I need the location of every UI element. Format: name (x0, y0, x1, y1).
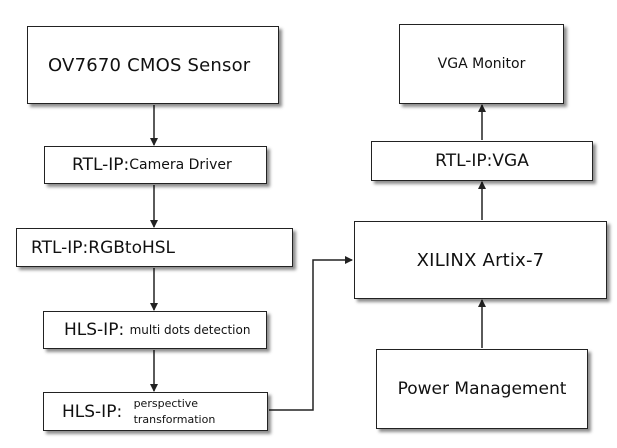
arrow-perspective-to-artix (269, 256, 353, 411)
perspective-name-line1: perspective (133, 396, 199, 410)
perspective-prefix: HLS-IP: (62, 401, 128, 422)
sensor-block: OV7670 CMOS Sensor (27, 26, 279, 104)
multi-dots-prefix: HLS-IP: (64, 320, 130, 340)
perspective-name: perspective transformation (134, 396, 216, 428)
sensor-label: OV7670 CMOS Sensor (48, 54, 251, 76)
perspective-transformation-block: HLS-IP: perspective transformation (43, 392, 268, 431)
xilinx-artix-label: XILINX Artix-7 (416, 249, 545, 271)
camera-driver-prefix: RTL-IP: (72, 155, 130, 175)
vga-monitor-block: VGA Monitor (399, 24, 564, 104)
camera-driver-block: RTL-IP:Camera Driver (44, 146, 267, 184)
rgbtohsl-label: RTL-IP:RGBtoHSL (31, 237, 176, 258)
camera-driver-name: Camera Driver (129, 157, 232, 173)
power-management-label: Power Management (397, 379, 567, 399)
power-management-block: Power Management (376, 349, 588, 429)
rtl-vga-block: RTL-IP:VGA (371, 141, 593, 181)
rgbtohsl-block: RTL-IP:RGBtoHSL (16, 228, 293, 267)
xilinx-artix-block: XILINX Artix-7 (354, 221, 607, 299)
multi-dots-detection-block: HLS-IP: multi dots detection (43, 311, 267, 349)
perspective-name-line2: transformation (133, 412, 216, 426)
vga-monitor-label: VGA Monitor (437, 56, 526, 72)
rtl-vga-label: RTL-IP:VGA (435, 151, 529, 171)
multi-dots-name: multi dots detection (129, 323, 251, 337)
